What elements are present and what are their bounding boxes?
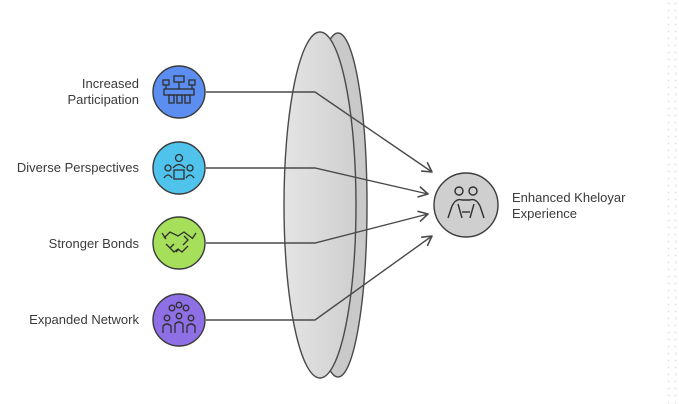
input-node-1 [152,65,206,119]
dotted-edge-pattern [665,0,679,404]
input-node-4 [152,293,206,347]
input-label-4: Expanded Network [29,312,139,328]
lens-front [283,31,357,379]
input-label-1-line-2: Participation [67,92,139,107]
output-node [433,172,499,238]
output-label-line-1: Enhanced Kheloyar [512,190,626,205]
input-label-1-line-1: Increased [81,76,139,91]
input-label-3-line-1: Stronger Bonds [48,236,139,251]
output-label: Enhanced Kheloyar Experience [512,190,625,222]
connectors [206,91,433,321]
input-label-4-line-1: Expanded Network [29,312,139,327]
input-label-2: Diverse Perspectives [17,160,139,176]
connector-4 [206,235,433,321]
wrestlers-icon [447,186,485,219]
conference-table-icon [162,75,196,104]
input-label-2-line-1: Diverse Perspectives [16,160,139,175]
input-label-1: Increased Participation [67,76,139,108]
output-label-line-2: Experience [512,206,578,221]
input-node-3 [152,216,206,270]
group-meeting-icon [163,153,195,180]
connector-3 [206,210,429,244]
input-node-2 [152,141,206,195]
input-label-3: Stronger Bonds [49,236,139,252]
handshake-icon [161,231,197,253]
network-people-icon [162,301,196,333]
connector-1 [206,91,433,173]
connector-2 [206,167,429,198]
